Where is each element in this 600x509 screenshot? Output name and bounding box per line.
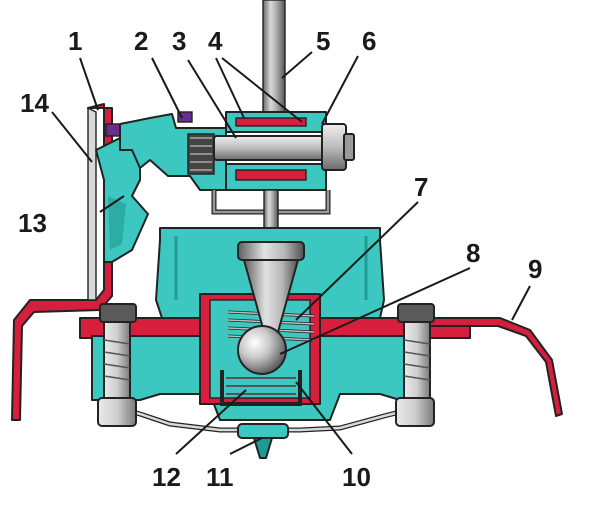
callout-12: 12	[152, 462, 181, 492]
body-panel	[11, 103, 113, 421]
callout-8: 8	[466, 238, 480, 268]
left-bolt	[97, 303, 137, 427]
callout-10: 10	[342, 462, 371, 492]
callout-labels: 1 2 3 4 5 6 7 8 9 10 11 12 13 14	[18, 26, 542, 492]
callout-9: 9	[528, 254, 542, 284]
callout-5: 5	[316, 26, 330, 56]
shift-rod	[262, 0, 286, 121]
callout-4: 4	[208, 26, 223, 56]
lever-housing	[119, 111, 227, 191]
callout-13: 13	[18, 208, 47, 238]
callout-3: 3	[172, 26, 186, 56]
right-bolt	[395, 303, 435, 427]
leader-lines	[51, 51, 531, 455]
callout-1: 1	[68, 26, 82, 56]
lower-shield	[117, 405, 417, 459]
guide-cone	[237, 241, 305, 333]
callout-2: 2	[134, 26, 148, 56]
callout-11: 11	[206, 462, 234, 492]
ball-joint	[237, 325, 287, 375]
callout-6: 6	[362, 26, 376, 56]
callout-14: 14	[20, 88, 49, 118]
pivot-pin	[213, 123, 355, 171]
callout-7: 7	[414, 172, 428, 202]
